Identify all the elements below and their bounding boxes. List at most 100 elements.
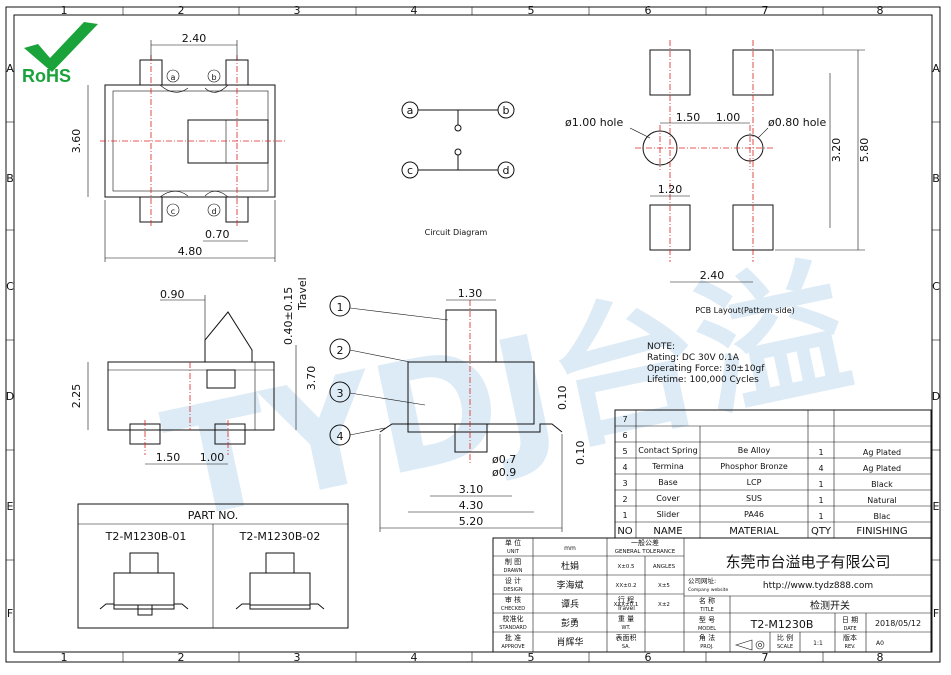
tb-website-en: Company website [688,587,729,593]
circuit-pin-b: b [503,104,510,117]
front-view: 1.30 0.10 0.10 ø0.7 ø0.9 3.10 4.30 5.20 … [329,287,587,532]
bom-name: Termina [651,462,684,471]
col-label: 1 [61,651,68,664]
bom-qty: 1 [818,496,823,505]
column-labels: 1 2 3 4 5 6 7 8 1 2 3 4 5 6 7 8 [61,4,884,664]
row-labels: A B C D E F A B C D E F [6,62,940,620]
col-label: 5 [528,4,535,17]
part-no-table: PART NO. T2-M1230B-01 T2-M1230B-02 [77,503,349,629]
row-label: F [7,607,13,620]
pcb-dim-5-80: 5.80 [858,138,871,163]
pcb-dim-3-20: 3.20 [830,138,843,163]
balloon-4: 4 [337,430,344,443]
checkmark-icon [24,22,98,72]
tb-angle: PROJ. [700,644,714,650]
watermark: TYDJ台溢 [152,241,864,555]
tb-rev-cn: 版本 [843,633,857,642]
col-label: 7 [762,651,769,664]
col-label: 8 [877,4,884,17]
tb-surface: SA. [622,644,631,650]
tb-draw-val: 杜娟 [561,560,579,572]
tb-angle-cn: 角 法 [699,633,715,642]
front-dim-5-20: 5.20 [459,515,484,528]
side-dim-1-50: 1.50 [156,451,181,464]
tb-scale-val: 1:1 [813,640,823,647]
tb-rev-val: A0 [876,640,884,647]
pcb-hole1-label: ø1.00 hole [565,116,623,129]
row-label: A [6,62,14,75]
bom-qty: 1 [818,512,823,521]
tb-design-cn: 设 计 [505,576,521,585]
projection-circle-icon [755,640,765,650]
tb-weight-cn: 重 量 [618,615,634,623]
bom-name: Base [658,478,678,487]
front-dim-d09: ø0.9 [492,466,516,479]
tb-draw-cn: 制 图 [505,557,521,566]
tb-tol1a: X±0.5 [617,564,635,570]
tb-std-cn: 校准化 [503,614,524,623]
col-label: 4 [411,4,418,17]
tb-std-val: 彭勇 [561,617,579,629]
bom-no: 6 [622,431,627,440]
tb-unit-val: mm [564,545,576,552]
pin-a-label: a [171,73,176,82]
notes: NOTE: Rating: DC 30V 0.1A Operating Forc… [647,342,765,385]
dim-2-40: 2.40 [182,32,207,45]
row-label: D [6,390,14,403]
balloon-1: 1 [337,301,344,314]
side-dim-3-70: 3.70 [305,366,318,391]
tb-website-cn: 公司网址: [688,576,716,585]
tb-tol1b: ANGLES [653,564,676,570]
front-dim-3-10: 3.10 [459,483,484,496]
tb-draw: DRAWN [504,568,523,574]
tb-rev-en: REV. [845,644,856,650]
tb-model-en: MODEL [698,626,716,632]
pcb-title: PCB Layout(Pattern side) [695,306,795,315]
tb-check-cn: 审 核 [505,595,521,604]
bom-header-name: NAME [653,526,682,537]
tb-model-val: T2-M1230B [750,618,814,631]
tb-name-cn: 名 称 [699,596,715,605]
bom-no: 5 [622,447,627,456]
front-dim-0-10b: 0.10 [574,441,587,466]
bom-header-material: MATERIAL [729,526,779,537]
pin-d-label: d [211,207,216,216]
bom-no: 3 [622,479,627,488]
notes-line: Rating: DC 30V 0.1A [647,353,740,363]
row-label: E [7,500,14,513]
tb-check: CHECKED [501,606,525,612]
pcb-hole2-label: ø0.80 hole [768,116,826,129]
part-no-2: T2-M1230B-02 [239,530,321,543]
bom-finishing: Black [871,480,893,489]
side-dim-1-00: 1.00 [200,451,225,464]
side-dim-travel: 0.40±0.15 [282,287,295,345]
notes-line: Lifetime: 100,000 Cycles [647,375,759,385]
pin-c-label: c [171,207,175,216]
title-block: 单 位 UNIT mm 一般公差 GENERAL TOLERANCE 制 图 D… [492,537,932,653]
frame-ticks [6,7,940,662]
top-view: a b c d 2.40 3.60 0.70 4.80 [70,32,285,262]
row-label: B [932,172,940,185]
row-label: C [932,280,940,293]
bom-finishing: Ag Plated [863,448,901,457]
col-label: 3 [294,4,301,17]
col-label: 2 [178,651,185,664]
tb-name-en: TITLE [699,607,714,613]
bom-material: Phosphor Bronze [720,462,788,471]
tb-stroke: Travel [616,605,635,612]
bom-qty: 1 [818,448,823,457]
tb-model-cn: 型 号 [699,615,715,624]
dim-0-70: 0.70 [205,228,230,241]
projection-cone-icon [734,639,753,651]
tb-date-val: 2018/05/12 [875,619,921,628]
part-no-1: T2-M1230B-01 [105,530,187,543]
circuit-title: Circuit Diagram [425,228,488,237]
bom-finishing: Blac [873,512,890,521]
pcb-dim-1-00: 1.00 [716,111,741,124]
notes-line: Operating Force: 30±10gf [647,364,765,374]
col-label: 6 [645,651,652,664]
row-label: E [933,500,940,513]
col-label: 4 [411,651,418,664]
rohs-logo: RoHS [22,22,98,86]
